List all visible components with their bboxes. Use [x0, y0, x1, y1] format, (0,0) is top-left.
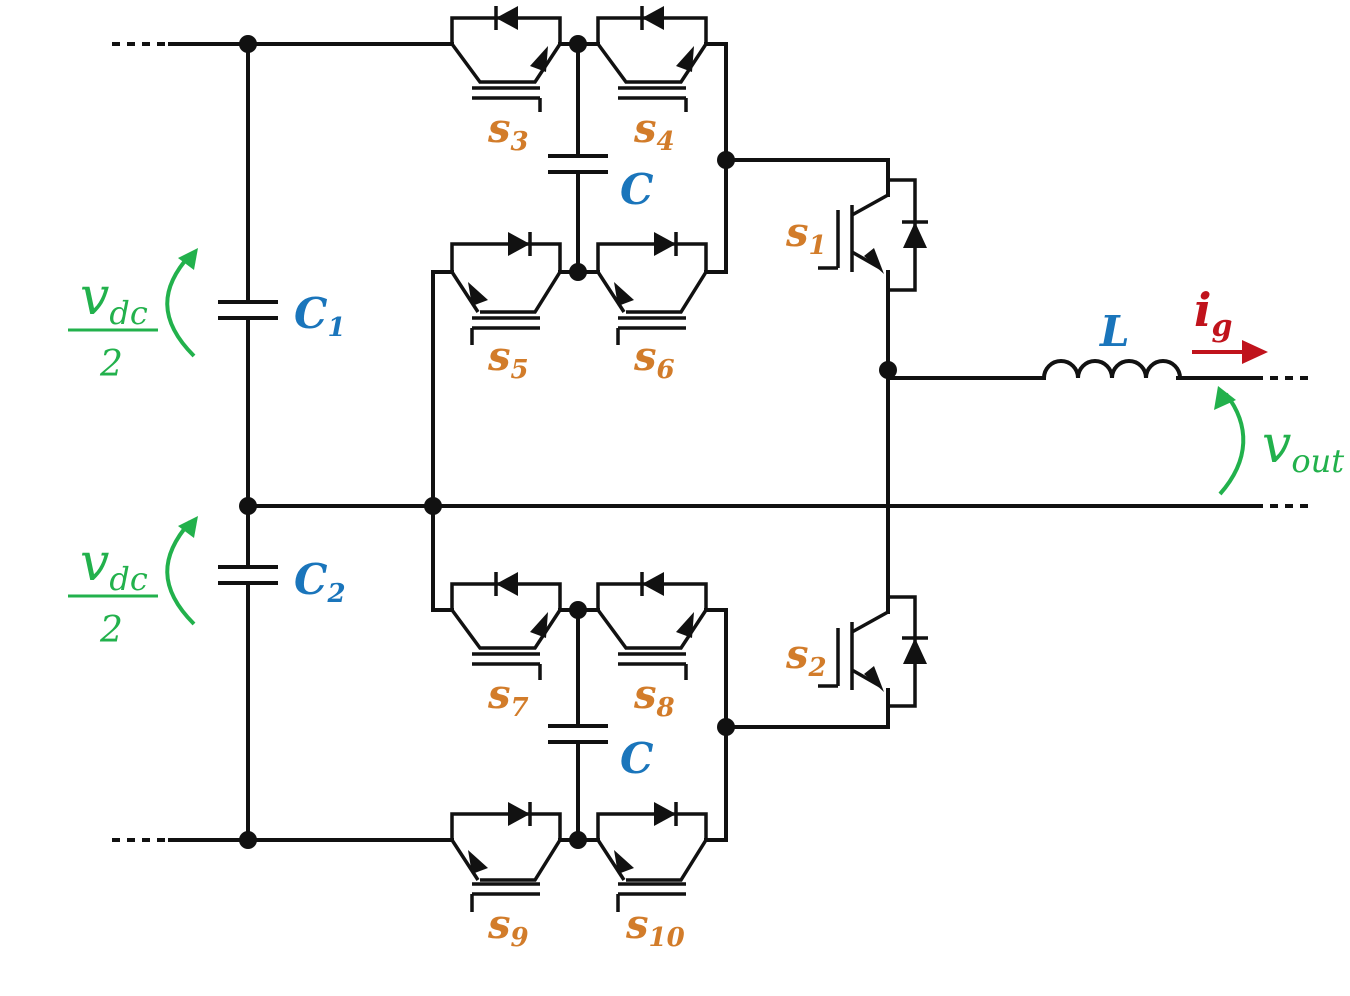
label-s7: s7 [487, 671, 529, 723]
label-s2: s2 [785, 631, 827, 683]
label-c-upper: C [620, 165, 654, 214]
label-vdc-top: vdc 2 [68, 267, 158, 385]
label-c1: C1 [294, 289, 346, 343]
vdc-bottom-numerator: vdc [80, 533, 148, 598]
dc-link [112, 35, 1315, 849]
switch-s9 [450, 802, 562, 912]
vdc-bottom-arrowhead [178, 516, 198, 538]
vdc-top-arrowhead [178, 248, 198, 270]
label-s10: s10 [625, 901, 685, 953]
inductor-l [1041, 359, 1183, 381]
label-s5: s5 [487, 333, 529, 385]
vdc-top-denominator: 2 [99, 344, 123, 385]
upper-cell [431, 6, 890, 345]
lower-cell [431, 572, 890, 912]
labels: s3 s4 s5 s6 s7 s8 s9 s10 s1 s2 C C C1 C2… [68, 105, 1344, 953]
current-arrow [1192, 340, 1268, 364]
label-vout: vout [1262, 415, 1344, 480]
output-leg [818, 158, 1315, 729]
capacitor-c2 [218, 565, 278, 585]
label-ig: ig [1194, 283, 1232, 344]
node-bottom-rail [239, 831, 257, 849]
vdc-top-arrow [165, 253, 196, 358]
label-vdc-bottom: vdc 2 [68, 533, 158, 651]
vout-arrow [1218, 392, 1246, 496]
capacitor-c1 [218, 300, 278, 320]
switch-s8 [596, 572, 708, 680]
label-c-lower: C [620, 734, 654, 783]
vout-arrowhead [1214, 386, 1236, 410]
label-s3: s3 [487, 105, 529, 157]
node-midpoint [239, 497, 257, 515]
node-s9-s10 [569, 831, 587, 849]
label-c2: C2 [294, 555, 346, 609]
label-inductor: L [1099, 307, 1130, 356]
switch-s4 [596, 6, 708, 112]
switch-s3 [450, 6, 562, 112]
voltage-arrows [165, 248, 1246, 626]
label-s8: s8 [633, 671, 675, 723]
switch-s1 [818, 158, 928, 372]
switch-s10 [596, 802, 708, 912]
vdc-bottom-denominator: 2 [99, 610, 123, 651]
label-s6: s6 [633, 333, 675, 385]
vdc-top-numerator: vdc [80, 267, 148, 332]
node-s5-s6 [569, 263, 587, 281]
label-s4: s4 [633, 105, 675, 157]
switch-s2 [818, 595, 928, 729]
node-top-rail [239, 35, 257, 53]
switch-s5 [450, 232, 562, 345]
label-s9: s9 [487, 901, 529, 953]
switch-s7 [450, 572, 562, 680]
vdc-bottom-arrow [165, 520, 196, 626]
switch-s6 [596, 232, 708, 345]
label-s1: s1 [785, 209, 827, 261]
